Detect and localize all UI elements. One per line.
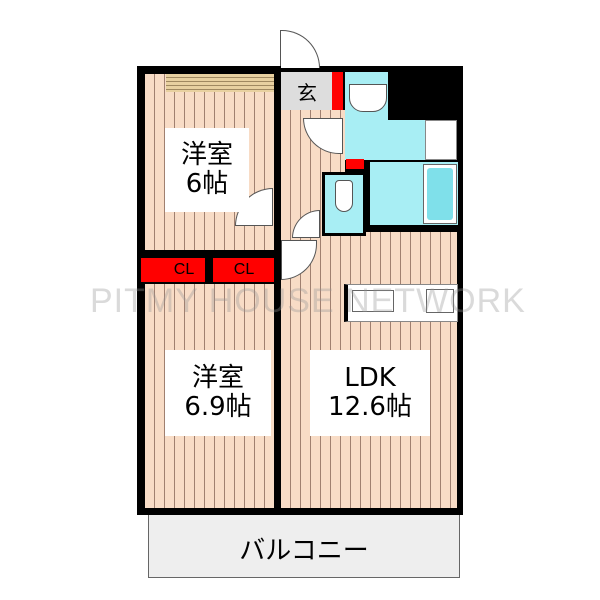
closet-right-label: CL [233,261,255,278]
washbasin [349,84,387,112]
room-size: 12.6帖 [328,392,412,422]
western-room-1-label: 洋室 6帖 [165,128,249,212]
sink-icon [352,290,394,312]
small-storage [346,159,364,169]
room-name: 洋室 [191,363,244,394]
closet-wall [137,250,281,258]
room-name: LDK [344,363,396,394]
western-room-2-label: 洋室 6.9帖 [165,350,271,436]
window-blind [166,74,274,92]
toilet-icon [335,180,353,212]
ldk-label: LDK 12.6帖 [310,350,430,436]
closet-left-label: CL [173,261,195,278]
bathtub [423,164,457,224]
entrance-door[interactable] [280,30,320,68]
entrance-label: 玄 [297,80,317,105]
room-name: 洋室 [180,140,233,171]
wall-block [388,66,463,120]
watermark: PITMY HOUSE NETWORK [90,282,526,320]
room-size: 6.9帖 [184,392,252,422]
closet-left: CL [141,258,205,282]
room-size: 6帖 [185,169,229,199]
shoe-closet [332,72,343,110]
washing-machine-space [425,120,457,160]
partition-wall [274,66,281,509]
balcony-label: バルコニー [239,535,369,566]
balcony: バルコニー [148,508,460,578]
closet-right: CL [213,258,275,282]
entrance: 玄 [281,72,333,110]
stove-icon [426,289,454,313]
